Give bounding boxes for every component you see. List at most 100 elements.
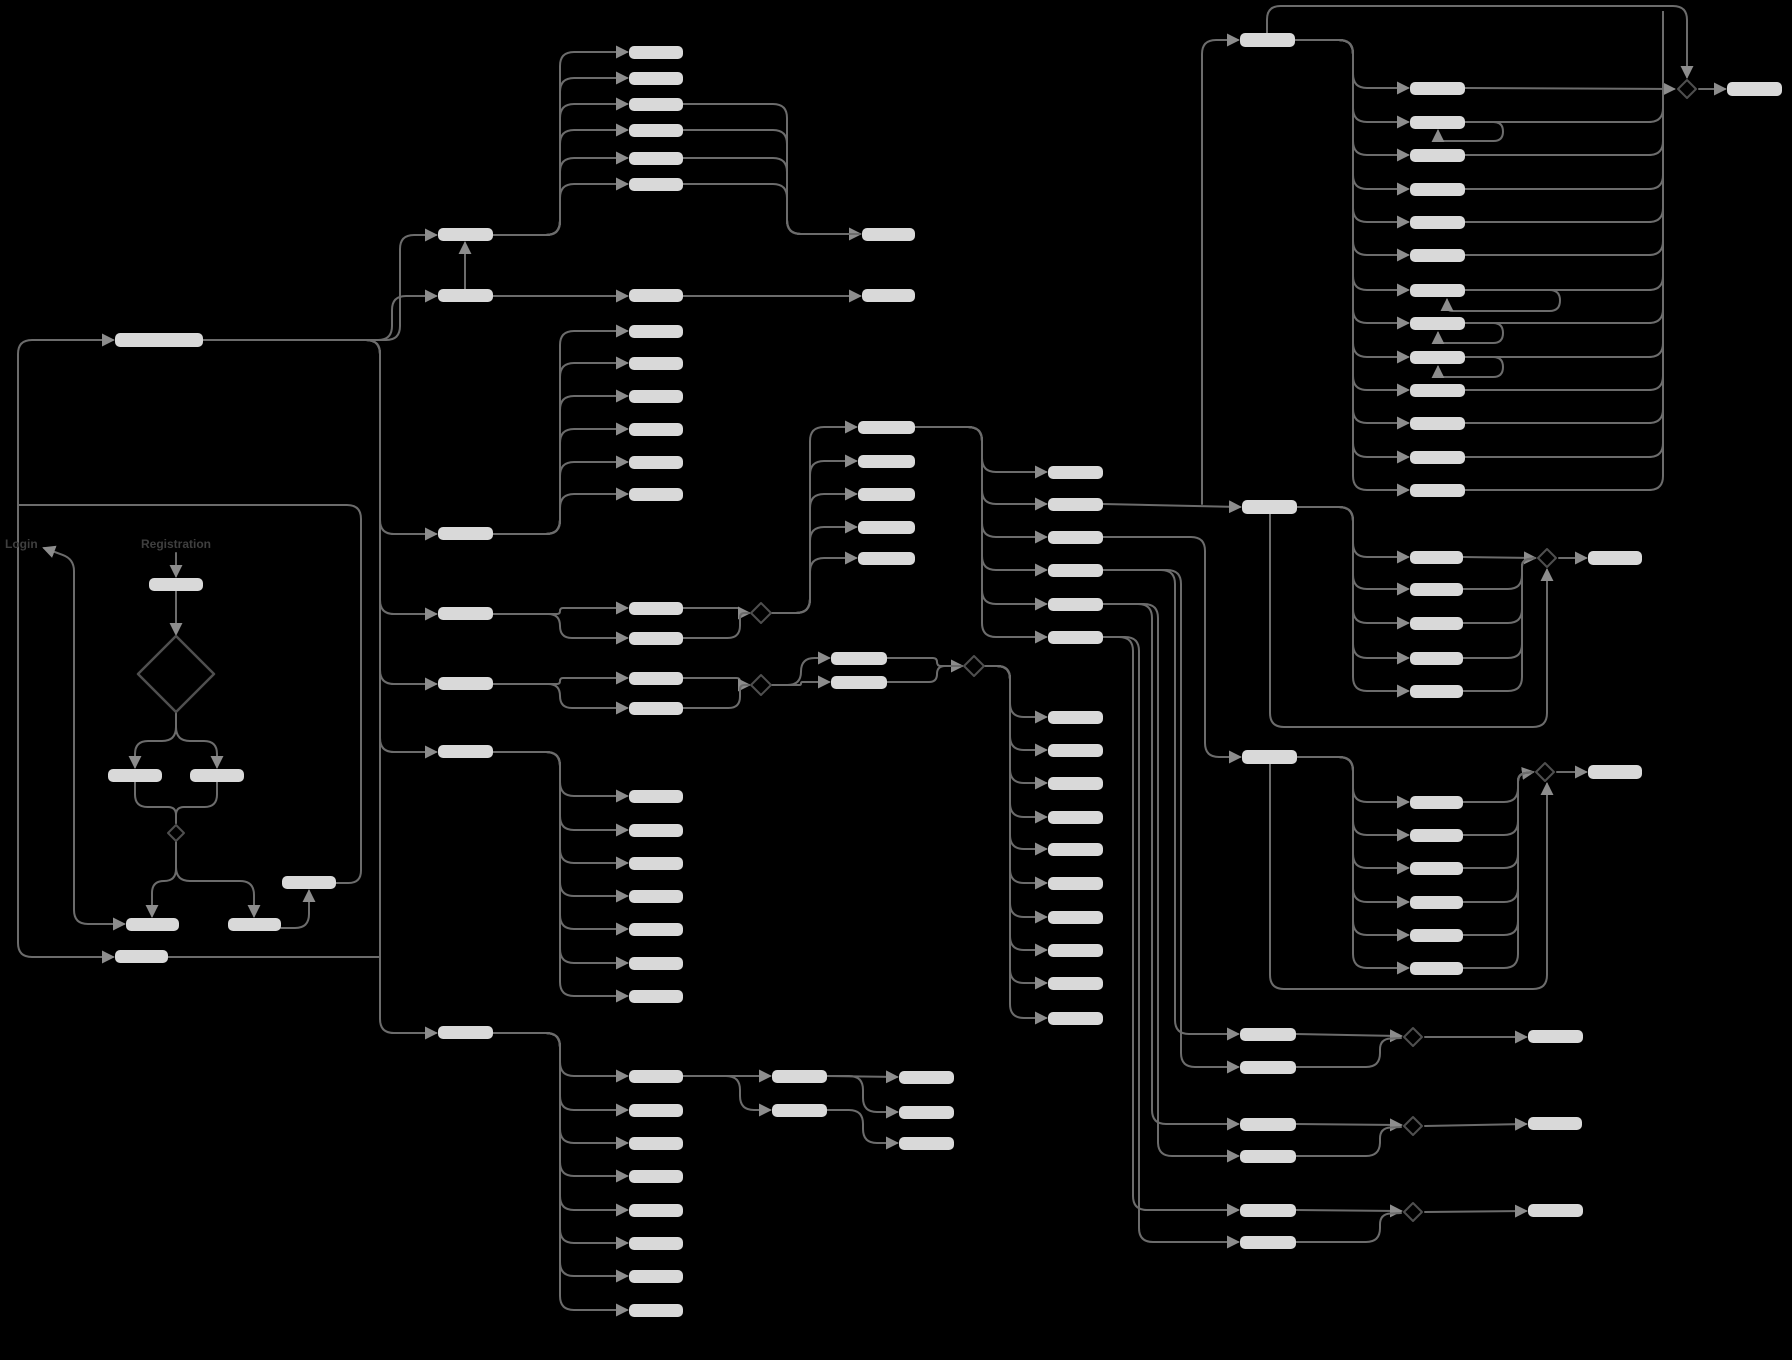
- entry-step[interactable]: [115, 333, 203, 347]
- col2-step-6[interactable]: [629, 488, 683, 501]
- col2-step-1[interactable]: [629, 325, 683, 338]
- login-result-2[interactable]: [228, 918, 281, 931]
- hub-1[interactable]: [438, 228, 493, 241]
- hub-4[interactable]: [438, 607, 493, 620]
- pair4-b[interactable]: [629, 632, 683, 645]
- col5-step-1[interactable]: [1048, 466, 1103, 479]
- col4-step-6[interactable]: [629, 1237, 683, 1250]
- colr1-step-12[interactable]: [1410, 451, 1465, 464]
- pb1-a[interactable]: [1240, 1028, 1296, 1041]
- reg-step[interactable]: [149, 578, 203, 591]
- pb2-a[interactable]: [1240, 1118, 1296, 1131]
- decision-registration[interactable]: [136, 634, 216, 714]
- colm-step-5[interactable]: [858, 552, 915, 565]
- col2-step-5[interactable]: [629, 456, 683, 469]
- col6-step-7[interactable]: [1048, 911, 1103, 924]
- hub-5[interactable]: [438, 677, 493, 690]
- col1-step-4[interactable]: [629, 124, 683, 137]
- colr3-step-1[interactable]: [1410, 796, 1463, 809]
- col5-step-3[interactable]: [1048, 531, 1103, 544]
- col1-extra[interactable]: [629, 289, 683, 302]
- colr1-step-11[interactable]: [1410, 417, 1465, 430]
- colr3-step-5[interactable]: [1410, 929, 1463, 942]
- col3-step-3[interactable]: [629, 857, 683, 870]
- right-hub-2[interactable]: [1242, 500, 1297, 514]
- col3-step-4[interactable]: [629, 890, 683, 903]
- merge-right-3[interactable]: [1535, 762, 1555, 782]
- result-5[interactable]: [1528, 1117, 1582, 1130]
- right-hub-3[interactable]: [1242, 750, 1297, 764]
- col1-step-6[interactable]: [629, 178, 683, 191]
- colr3-step-4[interactable]: [1410, 896, 1463, 909]
- result-4[interactable]: [1528, 1030, 1583, 1043]
- colr1-step-2[interactable]: [1410, 116, 1465, 129]
- col6-step-3[interactable]: [1048, 777, 1103, 790]
- colr1-step-1[interactable]: [1410, 82, 1465, 95]
- col4-step-3[interactable]: [629, 1137, 683, 1150]
- hub-6[interactable]: [438, 745, 493, 758]
- col5-step-6[interactable]: [1048, 631, 1103, 644]
- decision-2[interactable]: [750, 674, 772, 696]
- colr1-step-9[interactable]: [1410, 351, 1465, 364]
- decision-3[interactable]: [963, 655, 985, 677]
- merge-bottom-2[interactable]: [1403, 1116, 1423, 1136]
- col5-step-2[interactable]: [1048, 498, 1103, 511]
- result-2[interactable]: [1588, 551, 1642, 565]
- col6-step-4[interactable]: [1048, 811, 1103, 824]
- col6-step-1[interactable]: [1048, 711, 1103, 724]
- col4-step-5[interactable]: [629, 1204, 683, 1217]
- col3-step-1[interactable]: [629, 790, 683, 803]
- colr1-step-6[interactable]: [1410, 249, 1465, 262]
- col2-step-2[interactable]: [629, 357, 683, 370]
- merge-right-1[interactable]: [1677, 79, 1697, 99]
- col1-step-1[interactable]: [629, 46, 683, 59]
- colr2-step-4[interactable]: [1410, 652, 1463, 665]
- colr1-step-7[interactable]: [1410, 284, 1465, 297]
- col1-step-3[interactable]: [629, 98, 683, 111]
- pair5-d[interactable]: [831, 676, 887, 689]
- mid-pair-b[interactable]: [772, 1104, 827, 1117]
- col6-step-8[interactable]: [1048, 944, 1103, 957]
- col3-step-5[interactable]: [629, 923, 683, 936]
- trio-b[interactable]: [899, 1106, 954, 1119]
- retry-step[interactable]: [282, 876, 336, 889]
- col6-step-10[interactable]: [1048, 1012, 1103, 1025]
- pb3-b[interactable]: [1240, 1236, 1296, 1249]
- colm-step-2[interactable]: [858, 455, 915, 468]
- col3-step-6[interactable]: [629, 957, 683, 970]
- colr1-step-8[interactable]: [1410, 317, 1465, 330]
- restart-step[interactable]: [115, 950, 168, 963]
- colr1-step-5[interactable]: [1410, 216, 1465, 229]
- col3-step-7[interactable]: [629, 990, 683, 1003]
- colr3-step-6[interactable]: [1410, 962, 1463, 975]
- hub-2[interactable]: [438, 289, 493, 302]
- col6-step-6[interactable]: [1048, 877, 1103, 890]
- pair4-a[interactable]: [629, 602, 683, 615]
- col5-step-5[interactable]: [1048, 598, 1103, 611]
- col5-step-4[interactable]: [1048, 564, 1103, 577]
- b1-step[interactable]: [862, 228, 915, 241]
- colr3-step-2[interactable]: [1410, 829, 1463, 842]
- col4-step-1[interactable]: [629, 1070, 683, 1083]
- col4-step-7[interactable]: [629, 1270, 683, 1283]
- colr2-step-2[interactable]: [1410, 583, 1463, 596]
- col1-step-5[interactable]: [629, 152, 683, 165]
- colr2-step-3[interactable]: [1410, 617, 1463, 630]
- pb2-b[interactable]: [1240, 1150, 1296, 1163]
- merge-bottom-1[interactable]: [1403, 1027, 1423, 1047]
- merge-bottom-3[interactable]: [1403, 1202, 1423, 1222]
- pair5-b[interactable]: [629, 702, 683, 715]
- colr1-step-4[interactable]: [1410, 183, 1465, 196]
- colm-step-1[interactable]: [858, 421, 915, 434]
- col1-step-2[interactable]: [629, 72, 683, 85]
- pb3-a[interactable]: [1240, 1204, 1296, 1217]
- col3-step-2[interactable]: [629, 824, 683, 837]
- trio-c[interactable]: [899, 1137, 954, 1150]
- mid-pair-a[interactable]: [772, 1070, 827, 1083]
- reg-branch-right[interactable]: [190, 769, 244, 782]
- col4-step-4[interactable]: [629, 1170, 683, 1183]
- result-6[interactable]: [1528, 1204, 1583, 1217]
- col4-step-8[interactable]: [629, 1304, 683, 1317]
- colr1-step-3[interactable]: [1410, 149, 1465, 162]
- trio-a[interactable]: [899, 1071, 954, 1084]
